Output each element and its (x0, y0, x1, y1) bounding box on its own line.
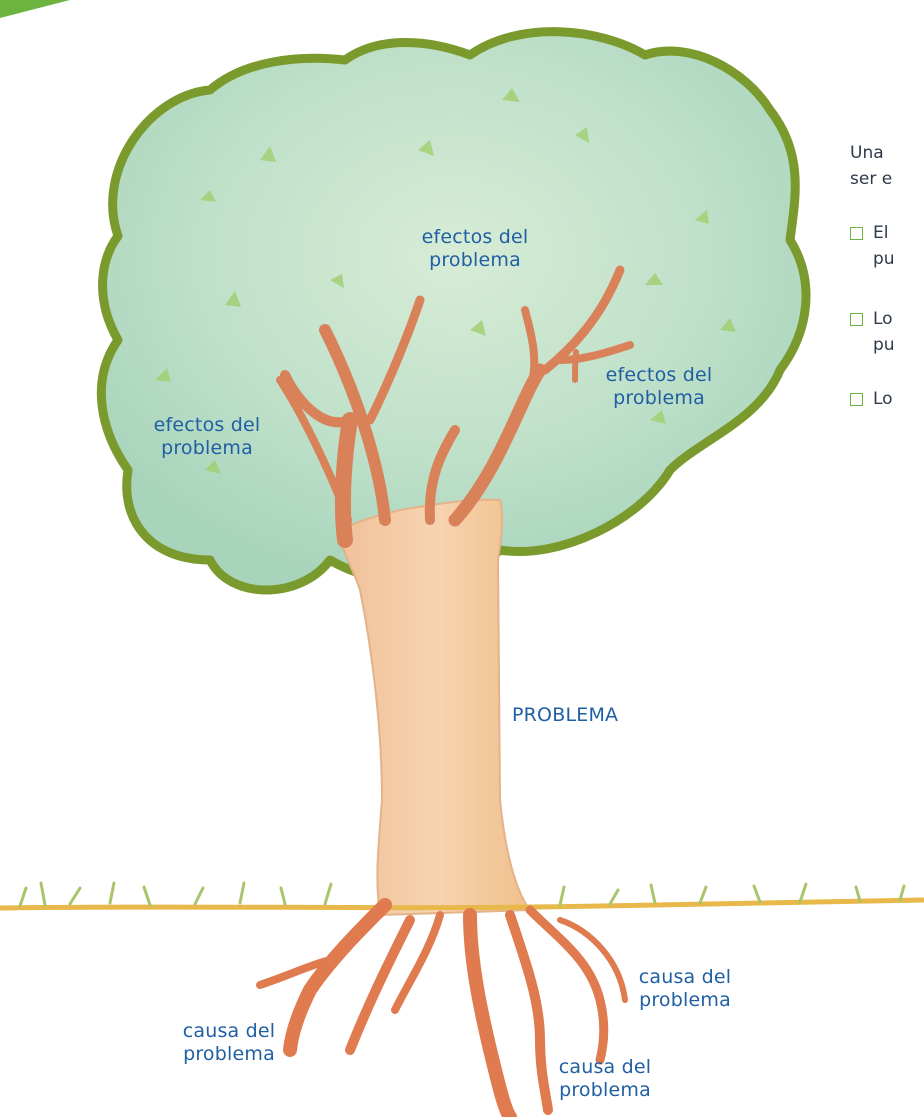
effects-label-top: efectos del problema (410, 226, 540, 272)
side-intro-line-1: Una (850, 140, 884, 166)
side-bullet-1: El pu (850, 220, 895, 272)
side-intro-line-2: ser e (850, 166, 892, 192)
cause-label-bottom: causa del problema (545, 1056, 665, 1102)
cause-label-right: causa del problema (620, 966, 750, 1012)
checkbox-icon (850, 313, 863, 326)
checkbox-icon (850, 227, 863, 240)
cause-label-left: causa del problema (164, 1020, 294, 1066)
effects-label-right: efectos del problema (594, 364, 724, 410)
tree-trunk (340, 500, 530, 915)
side-bullet-1-line-2: pu (873, 246, 895, 272)
effects-label-left: efectos del problema (142, 414, 272, 460)
side-bullet-2: Lo pu (850, 306, 895, 358)
side-bullet-2-line-1: Lo (873, 306, 895, 332)
side-bullet-2-line-2: pu (873, 332, 895, 358)
problem-label: PROBLEMA (512, 704, 642, 727)
side-bullet-1-line-1: El (873, 220, 895, 246)
side-bullet-3-line-1: Lo (873, 386, 893, 412)
side-bullet-3: Lo (850, 386, 893, 412)
corner-accent (0, 0, 70, 18)
checkbox-icon (850, 393, 863, 406)
